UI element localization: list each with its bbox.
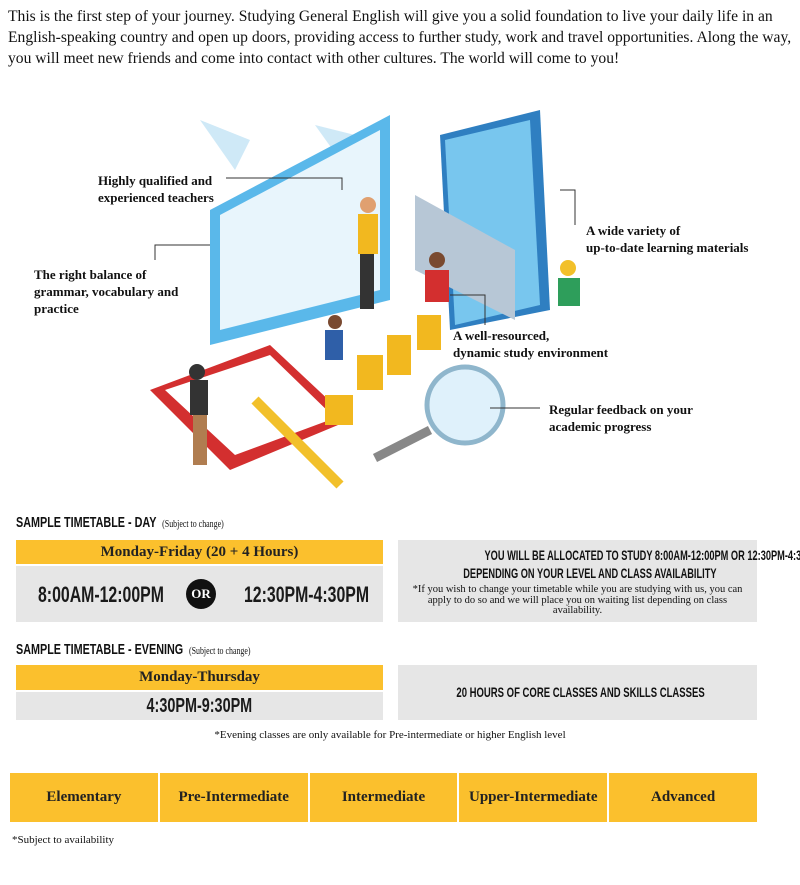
day-days-bar: Monday-Friday (20 + 4 Hours) bbox=[16, 540, 383, 564]
illustration-graphic bbox=[150, 110, 580, 489]
day-info-line2: Depending on your level and class availa… bbox=[463, 565, 717, 581]
magnifier-icon bbox=[424, 364, 506, 446]
level-advanced: Advanced bbox=[609, 773, 757, 822]
day-info-line1: You will be allocated to study 8:00AM-12… bbox=[484, 547, 800, 563]
evening-info: 20 Hours of core classes and skills clas… bbox=[456, 684, 705, 700]
intro-paragraph: This is the first step of your journey. … bbox=[8, 8, 792, 67]
evening-section-title: Sample Timetable - Evening(Subject to ch… bbox=[16, 641, 251, 658]
day-section-title: Sample Timetable - Day(Subject to change… bbox=[16, 514, 224, 531]
evening-slot-box: 4:30PM-9:30PM bbox=[16, 692, 383, 720]
evening-info-box: 20 Hours of core classes and skills clas… bbox=[398, 665, 757, 720]
student-figure bbox=[189, 364, 205, 380]
day-slot-morning: 8:00AM-12:00PM bbox=[38, 582, 164, 607]
student-figure bbox=[429, 252, 445, 268]
level-pre-intermediate: Pre-Intermediate bbox=[159, 773, 308, 822]
day-slot-afternoon: 12:30PM-4:30PM bbox=[244, 582, 370, 607]
level-upper-intermediate: Upper-Intermediate bbox=[459, 773, 608, 822]
day-slots: 8:00AM-12:00PM OR 12:30PM-4:30PM bbox=[16, 566, 383, 622]
level-elementary: Elementary bbox=[10, 773, 158, 822]
student-figure bbox=[328, 315, 342, 329]
tablet-icon bbox=[415, 195, 515, 320]
paper-plane-icon bbox=[200, 120, 250, 170]
or-badge: OR bbox=[186, 579, 216, 609]
feature-environment: A well-resourced,dynamic study environme… bbox=[453, 328, 609, 360]
coin-stack bbox=[325, 395, 353, 425]
day-info-box: You will be allocated to study 8:00AM-12… bbox=[398, 540, 800, 622]
level-intermediate: Intermediate bbox=[309, 773, 458, 822]
pencil-icon bbox=[251, 396, 344, 489]
teacher-figure bbox=[360, 197, 376, 213]
day-info-note: *If you wish to change your timetable wh… bbox=[412, 584, 743, 616]
levels-bar: Elementary Pre-Intermediate Intermediate… bbox=[10, 773, 757, 822]
availability-note: *Subject to availability bbox=[12, 834, 115, 846]
student-figure bbox=[560, 260, 576, 276]
evening-slot: 4:30PM-9:30PM bbox=[146, 695, 253, 717]
evening-days-bar: Monday-Thursday bbox=[16, 665, 383, 690]
evening-footnote: *Evening classes are only available for … bbox=[214, 729, 566, 741]
